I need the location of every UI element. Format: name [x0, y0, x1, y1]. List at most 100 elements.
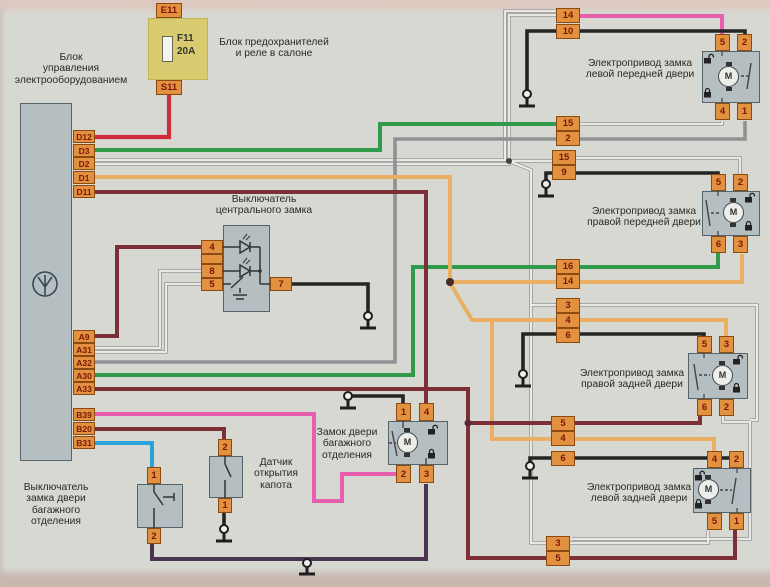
- fl-pin-4: 4: [715, 103, 730, 120]
- connector-rls-3: 3: [546, 536, 570, 551]
- fr-pin-2: 2: [733, 174, 748, 191]
- fl-motor: M: [718, 66, 739, 87]
- trunk-lock-motor: M: [397, 432, 418, 453]
- hood-sensor-pin-2: 2: [218, 439, 232, 456]
- open-lock-icon: [428, 424, 439, 435]
- motor-tabs: [404, 62, 736, 504]
- open-lock-icon: [704, 53, 715, 64]
- maroon-wires: [95, 190, 737, 560]
- pin-a32: A32: [73, 356, 95, 369]
- pin-a31: A31: [73, 343, 95, 356]
- ground-icon: [522, 461, 538, 480]
- ground-icon: [519, 89, 535, 108]
- trunk-switch-pin-2: 2: [147, 528, 161, 544]
- rl-pin-4: 4: [707, 451, 722, 468]
- fr-pin-6: 6: [711, 236, 726, 253]
- connector-rlg-6: 6: [551, 451, 575, 466]
- pin-d11: D11: [73, 185, 95, 198]
- trunk-switch: [137, 484, 183, 528]
- trunk-switch-pin-1: 1: [147, 467, 161, 484]
- fr-pin-3: 3: [733, 236, 748, 253]
- fl-pin-1: 1: [737, 103, 752, 120]
- switch-pin-7: 7: [270, 277, 292, 291]
- pin-a33: A33: [73, 382, 95, 395]
- connector-top-10: 10: [556, 24, 580, 39]
- switch-pin-5: 5: [201, 278, 223, 291]
- fr-motor: M: [723, 202, 744, 223]
- green-wires: [95, 122, 720, 377]
- trunk-lock-pin-4: 4: [419, 403, 434, 421]
- trunk-lock-pin-1: 1: [396, 403, 411, 421]
- closed-lock-icon: [704, 87, 711, 98]
- connector-top-14: 14: [556, 8, 580, 23]
- fuse-rating: 20A: [177, 46, 196, 57]
- ground-icon: [299, 558, 315, 576]
- pin-b31: B31: [73, 436, 95, 449]
- ground-icon: [216, 524, 232, 543]
- fuse-icon: [162, 36, 173, 62]
- rl-motor: M: [698, 479, 719, 500]
- rr-pin-6: 6: [697, 399, 712, 416]
- junction-dots: [446, 158, 512, 427]
- connector-fr-9: 9: [552, 165, 576, 180]
- antenna-icon: [32, 271, 58, 297]
- pin-a30: A30: [73, 369, 95, 382]
- switch-pin-blank: [201, 254, 223, 264]
- connector-mid-4: 4: [556, 313, 580, 328]
- connector-rr-16: 16: [556, 259, 580, 274]
- connector-mid-6: 6: [556, 328, 580, 343]
- closed-lock-icon: [428, 448, 435, 459]
- connector-e11: E11: [156, 3, 182, 18]
- trunk-lock-pin-2: 2: [396, 465, 411, 483]
- hood-sensor-pin-1: 1: [218, 498, 232, 513]
- actuator-front-left-label: Электропривод замка левой передней двери: [585, 58, 695, 81]
- central-switch-internals: [223, 233, 270, 300]
- actuator-rear-right-label: Электропривод замка правой задней двери: [579, 368, 685, 391]
- trunk-switch-label: Выключатель замка двери багажного отделе…: [23, 482, 89, 527]
- pin-d3: D3: [73, 144, 95, 157]
- closed-lock-icon: [745, 220, 752, 231]
- switch-pin-4: 4: [201, 240, 223, 254]
- trunk-switch-internals: [153, 484, 175, 528]
- pin-b39: B39: [73, 408, 95, 421]
- switch-pin-8: 8: [201, 264, 223, 278]
- connector-mid-3: 3: [556, 298, 580, 313]
- rr-pin-5: 5: [697, 336, 712, 353]
- open-lock-icon: [695, 470, 706, 481]
- orange-wires: [95, 175, 744, 453]
- closed-lock-icon: [733, 382, 740, 393]
- connector-rls-5: 5: [546, 551, 570, 566]
- fl-pin-5: 5: [715, 34, 730, 51]
- ground-icon: [360, 311, 376, 330]
- actuator-levers: [693, 51, 752, 513]
- rr-motor: M: [712, 365, 733, 386]
- connector-rr-14: 14: [556, 274, 580, 289]
- pin-b20: B20: [73, 422, 95, 435]
- ground-icon: [515, 369, 531, 388]
- ground-icon: [538, 179, 554, 198]
- lock-icons: [428, 53, 756, 509]
- trunk-lock-pin-3: 3: [419, 465, 434, 483]
- rl-pin-2: 2: [729, 451, 744, 468]
- trunk-lock-internals: [389, 421, 427, 465]
- red-wire: [95, 92, 172, 140]
- ground-icon: [340, 391, 356, 410]
- violet-wires: [150, 484, 428, 561]
- rl-pin-1: 1: [729, 513, 744, 530]
- fr-pin-5: 5: [711, 174, 726, 191]
- connector-rlm-4: 4: [551, 431, 575, 446]
- open-lock-icon: [733, 354, 744, 365]
- pin-a9: A9: [73, 330, 95, 343]
- sensor-wires: [95, 10, 758, 544]
- closed-lock-icon: [695, 498, 702, 509]
- connector-s11: S11: [156, 80, 182, 95]
- rr-pin-3: 3: [719, 336, 734, 353]
- fuse-relay-box: [148, 18, 208, 80]
- connector-fl-15: 15: [556, 116, 580, 131]
- fl-pin-2: 2: [737, 34, 752, 51]
- open-lock-icon: [745, 192, 756, 203]
- trunk-lock-label: Замок двери багажного отделения: [316, 427, 378, 461]
- control-block-label: Блок управления электрооборудованием: [14, 52, 128, 86]
